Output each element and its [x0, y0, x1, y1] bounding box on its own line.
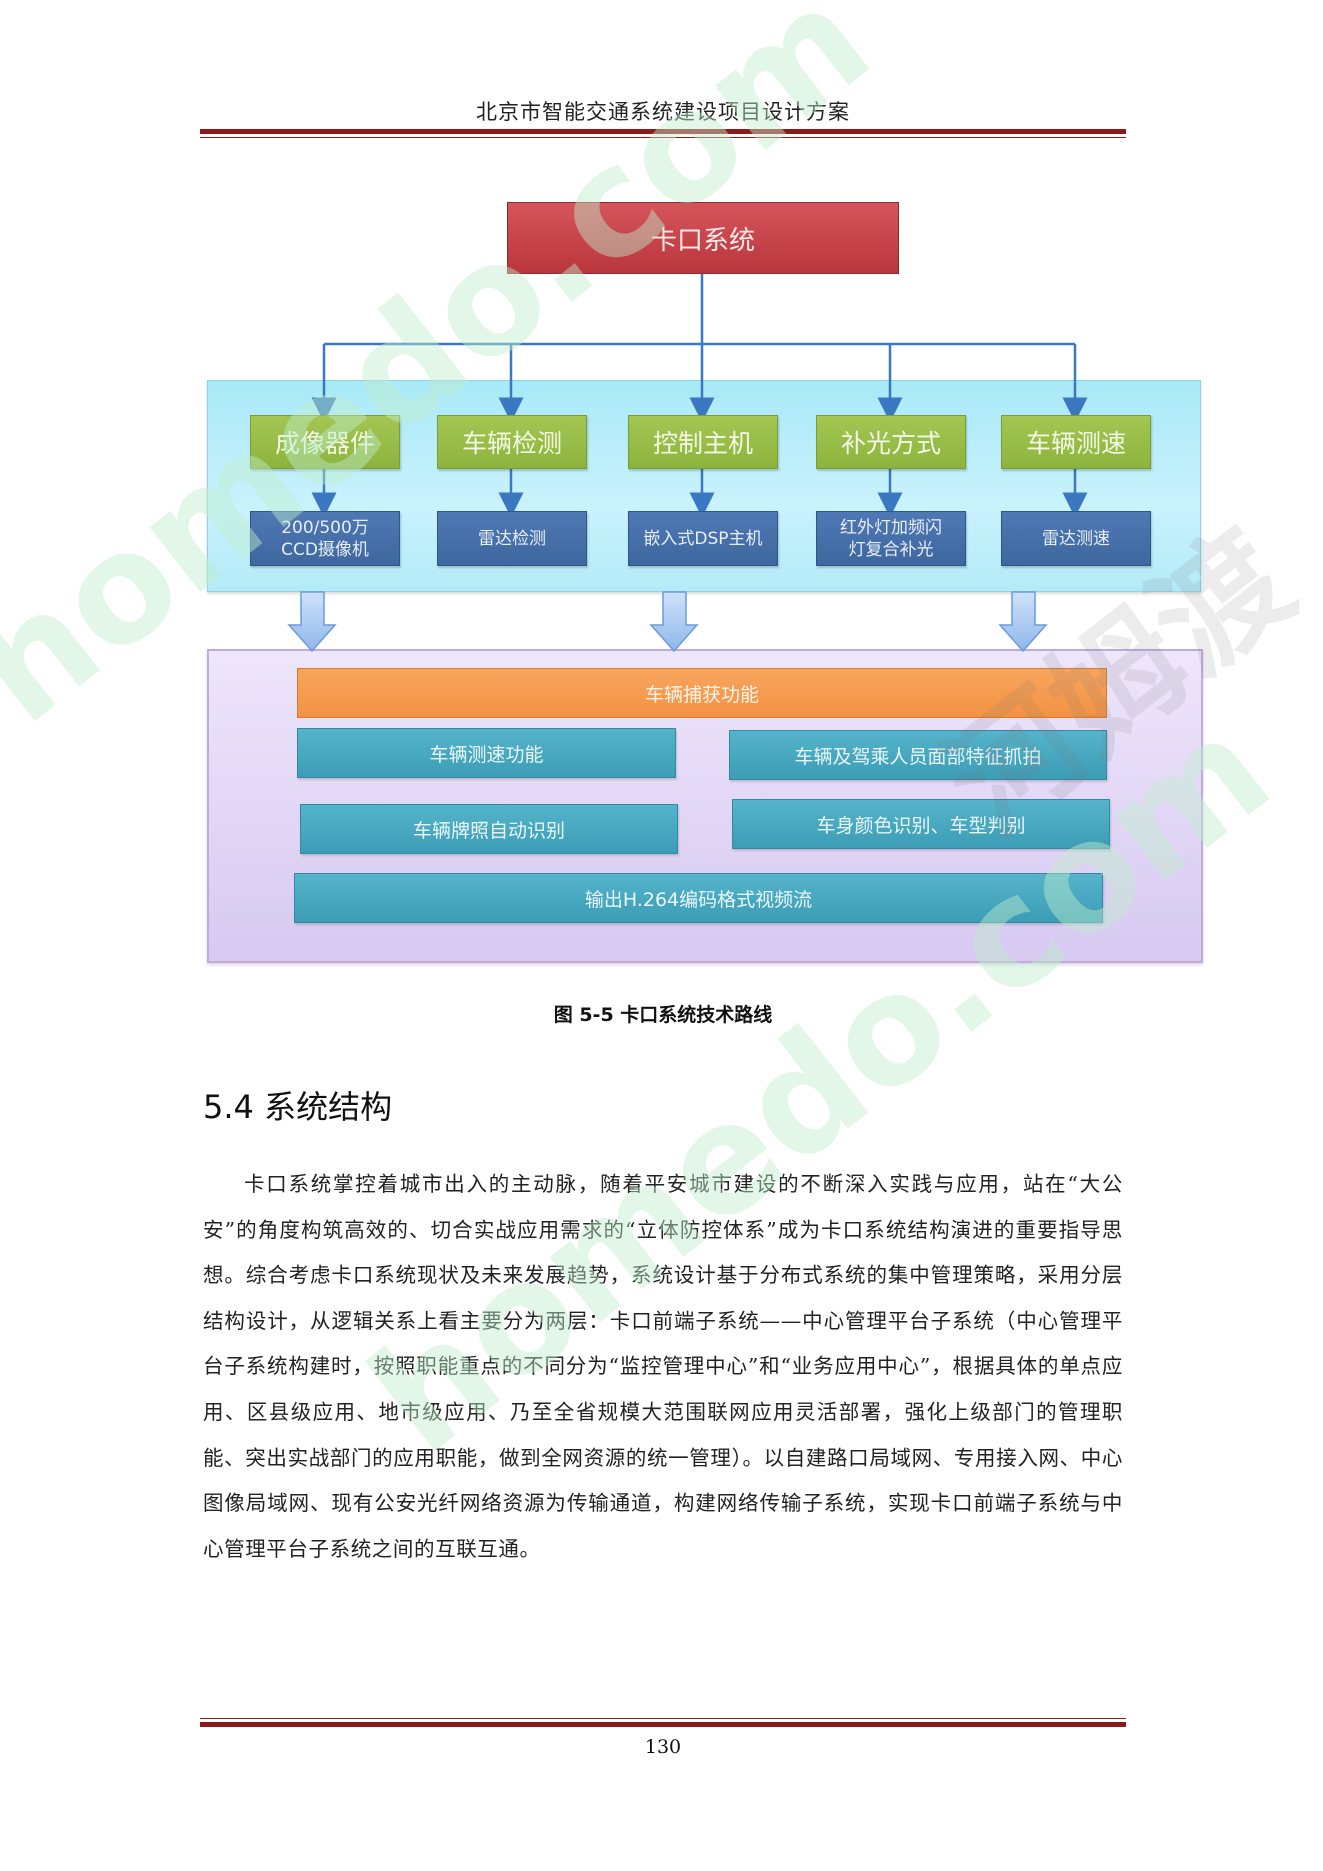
- detail-node-ccd-camera: 200/500万 CCD摄像机: [250, 511, 400, 566]
- detail-node-radar-detection: 雷达检测: [437, 511, 587, 566]
- function-node-face-capture: 车辆及驾乘人员面部特征抓拍: [729, 730, 1107, 780]
- function-node-color-type: 车身颜色识别、车型判别: [732, 799, 1110, 849]
- function-node-plate-recognition: 车辆牌照自动识别: [300, 804, 678, 854]
- footer-rule-thin: [200, 1718, 1126, 1719]
- category-node-lighting: 补光方式: [816, 415, 966, 469]
- category-node-vehicle-detection: 车辆检测: [437, 415, 587, 469]
- category-node-control-host: 控制主机: [628, 415, 778, 469]
- footer-rule-thick: [200, 1722, 1126, 1727]
- root-node-checkpoint-system: 卡口系统: [507, 202, 899, 274]
- page-number: 130: [644, 1736, 682, 1758]
- figure-caption: 图 5-5 卡口系统技术路线: [553, 1004, 773, 1026]
- function-node-video-output: 输出H.264编码格式视频流: [294, 873, 1103, 923]
- function-node-speed: 车辆测速功能: [297, 728, 676, 778]
- section-heading: 5.4 系统结构: [203, 1088, 393, 1126]
- detail-node-dsp-host: 嵌入式DSP主机: [628, 511, 778, 566]
- diagram-connectors: [287, 272, 1088, 653]
- function-node-vehicle-capture: 车辆捕获功能: [297, 668, 1107, 718]
- detail-node-fill-light: 红外灯加频闪 灯复合补光: [816, 511, 966, 566]
- body-paragraph: 卡口系统掌控着城市出入的主动脉，随着平安城市建设的不断深入实践与应用，站在“大公…: [203, 1172, 1123, 1561]
- running-header-title: 北京市智能交通系统建设项目设计方案: [476, 100, 850, 124]
- category-node-speed-measure: 车辆测速: [1001, 415, 1151, 469]
- category-node-imaging: 成像器件: [250, 415, 400, 469]
- detail-node-radar-speed: 雷达测速: [1001, 511, 1151, 566]
- header-rule-thin: [200, 137, 1126, 138]
- header-rule-thick: [200, 129, 1126, 134]
